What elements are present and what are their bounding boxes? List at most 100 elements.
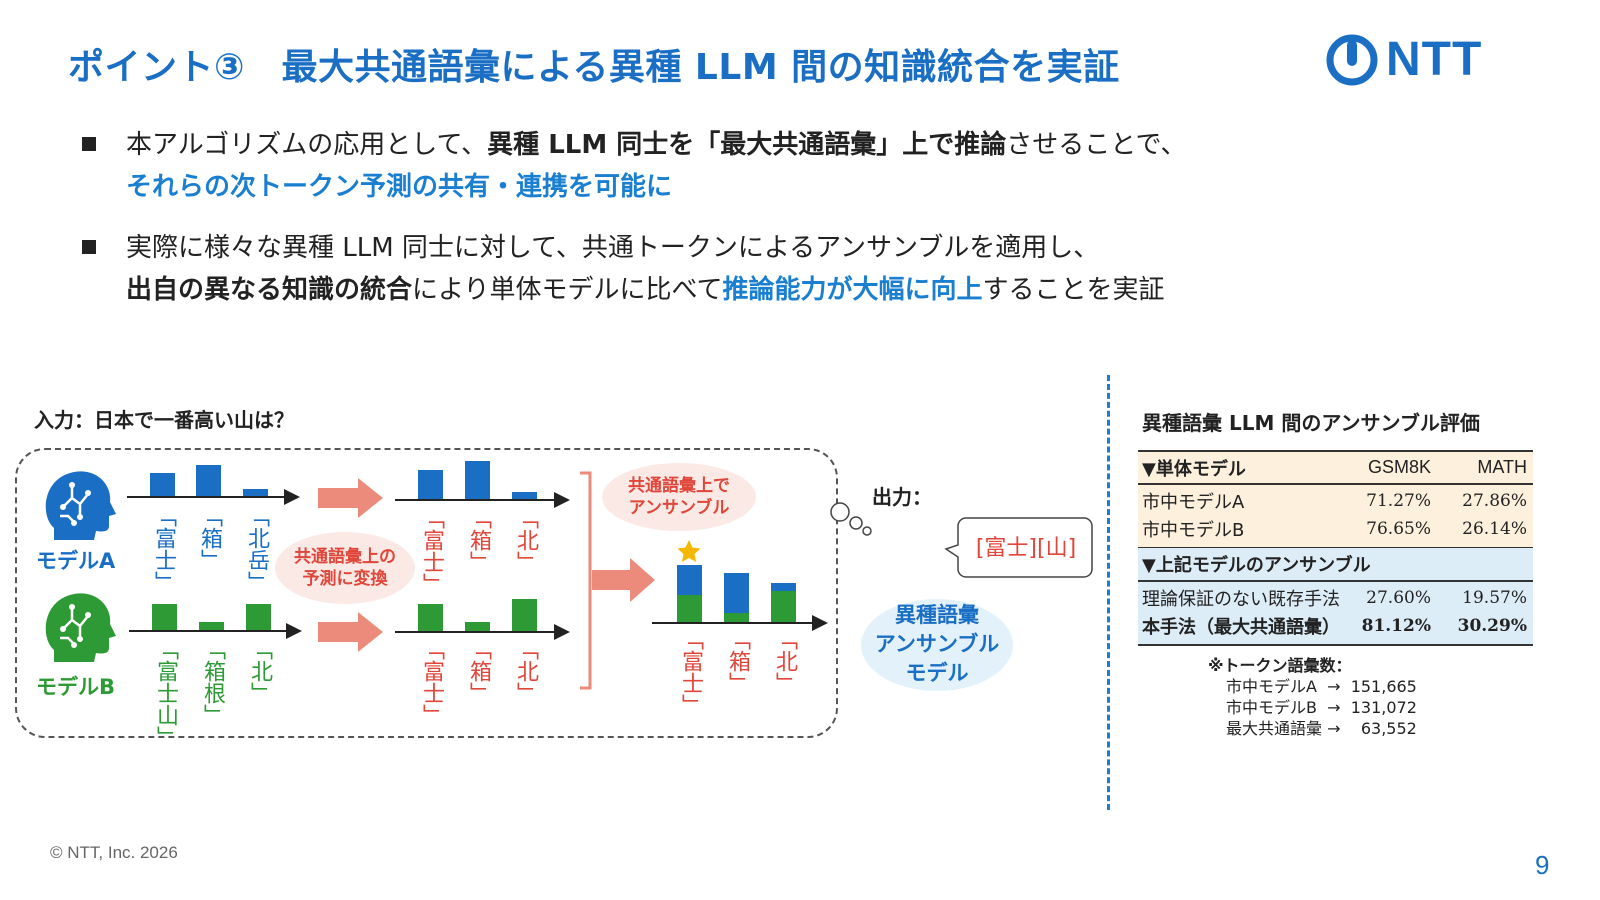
cell: 76.65% bbox=[1366, 519, 1431, 539]
model-b-prediction-chart bbox=[129, 604, 302, 639]
bar bbox=[150, 473, 175, 497]
bullet-square-icon bbox=[82, 239, 96, 254]
thought-bubble-icon bbox=[830, 502, 872, 536]
column-header: GSM8K bbox=[1367, 457, 1431, 477]
note-title: ※トークン語彙数： bbox=[1208, 656, 1352, 675]
table-row: 本手法（最大共通語彙）81.12%30.29% bbox=[1138, 612, 1533, 640]
page-number: 9 bbox=[1535, 850, 1550, 880]
table-row: 市中モデルA 71.27% 27.86% bbox=[1138, 487, 1533, 515]
cell: 27.86% bbox=[1462, 491, 1527, 511]
token-label: 「箱根」 bbox=[200, 638, 225, 726]
token-label: 「箱」 bbox=[197, 505, 222, 571]
bullet-text-segment: それらの次トークン予測の共有・連携を可能に bbox=[126, 172, 673, 202]
bullet-text-segment: 出自の異なる知識の統合 bbox=[126, 275, 413, 305]
bar bbox=[465, 461, 490, 500]
bar bbox=[418, 470, 443, 500]
model-a-prediction-chart bbox=[127, 465, 300, 505]
results-table: ▼単体モデル GSM8K MATH 市中モデルA 71.27% 27.86% 市中モ… bbox=[1138, 450, 1533, 646]
bullet-text-segment: 推論能力が大幅に向上 bbox=[722, 275, 983, 305]
token-label: 「北」 bbox=[772, 628, 797, 694]
cell: 27.60% bbox=[1366, 588, 1431, 608]
table-row: 市中モデルB 76.65% 26.14% bbox=[1138, 515, 1533, 543]
token-label: 「北岳」 bbox=[244, 505, 269, 593]
ensemble-model-bg bbox=[861, 599, 1013, 691]
ensemble-chart bbox=[652, 540, 828, 631]
diagram-graphics bbox=[44, 461, 1093, 691]
arrow-right-icon bbox=[592, 558, 655, 602]
token-label: 「富士山」 bbox=[153, 638, 178, 748]
model-a-common-chart bbox=[395, 461, 570, 508]
bar bbox=[771, 583, 796, 591]
bullet-text-segment: させることで、 bbox=[1006, 130, 1187, 160]
bar bbox=[152, 604, 177, 631]
bullet-text-segment: 本アルゴリズムの応用として、 bbox=[126, 130, 488, 160]
bullet-square-icon bbox=[82, 136, 96, 151]
speech-bubble bbox=[944, 517, 1093, 578]
token-label: 「富士」 bbox=[151, 505, 176, 593]
output-label: 出力： bbox=[872, 485, 932, 509]
convert-bubble-line: 共通語彙上の bbox=[294, 547, 396, 567]
ensemble-model-line: モデル bbox=[905, 661, 969, 685]
ensemble-model-label: 異種語彙 アンサンブル モデル bbox=[860, 601, 1014, 688]
star-icon bbox=[677, 540, 701, 562]
bar bbox=[512, 599, 537, 632]
bar bbox=[724, 573, 749, 613]
arrow-right-icon bbox=[318, 478, 383, 518]
bar bbox=[771, 591, 796, 623]
cell: 71.27% bbox=[1366, 491, 1431, 511]
row-name: 市中モデルB bbox=[1142, 520, 1245, 541]
convert-bubble-line: 予測に変換 bbox=[302, 569, 388, 589]
model-a-label: モデルA bbox=[36, 549, 116, 573]
bullet-2: 実際に様々な異種 LLM 同士に対して、共通トークンによるアンサンブルを適用し、… bbox=[82, 227, 1165, 311]
bar bbox=[196, 465, 221, 497]
ensemble-bubble-line: 共通語彙上で bbox=[628, 476, 730, 496]
bullet-1: 本アルゴリズムの応用として、異種 LLM 同士を「最大共通語彙」上で推論させるこ… bbox=[82, 124, 1186, 208]
table-title: 異種語彙 LLM 間のアンサンブル評価 bbox=[1142, 411, 1480, 435]
table-section-row: ▼上記モデルのアンサンブル bbox=[1138, 547, 1533, 582]
model-a-head-icon bbox=[44, 470, 118, 542]
ntt-logo-icon bbox=[1326, 34, 1378, 85]
bracket bbox=[580, 471, 592, 690]
token-label: 「富士」 bbox=[419, 507, 444, 595]
bar bbox=[243, 489, 268, 497]
token-label: 「北」 bbox=[247, 638, 272, 704]
table-header-row: ▼単体モデル GSM8K MATH bbox=[1138, 450, 1533, 485]
row-name: 市中モデルA bbox=[1142, 492, 1245, 513]
note-line: 最大共通語彙 → 63,552 bbox=[1226, 719, 1417, 738]
diagram-frame bbox=[15, 448, 838, 738]
token-label: 「富士」 bbox=[419, 638, 444, 726]
bar bbox=[677, 565, 702, 595]
bar bbox=[418, 604, 443, 632]
copyright: © NTT, Inc. 2026 bbox=[50, 843, 178, 862]
token-label: 「富士」 bbox=[678, 628, 703, 716]
bullet-text-segment: することを実証 bbox=[982, 275, 1165, 305]
cell: 81.12% bbox=[1361, 616, 1431, 636]
ensemble-model-line: アンサンブル bbox=[874, 632, 1000, 656]
ntt-logo: NTT bbox=[1326, 32, 1482, 87]
note-line: 市中モデルA → 151,665 bbox=[1226, 677, 1417, 696]
token-label: 「箱」 bbox=[466, 638, 491, 704]
arrow-right-icon bbox=[318, 612, 383, 652]
bar bbox=[246, 604, 271, 631]
section-label: ▼上記モデルのアンサンブル bbox=[1142, 555, 1371, 576]
row-name: 本手法（最大共通語彙） bbox=[1142, 617, 1340, 638]
bullet-text-segment: 異種 LLM 同士を「最大共通語彙」上で推論 bbox=[487, 130, 1007, 160]
divider bbox=[1107, 375, 1110, 810]
slide-title: ポイント③ 最大共通語彙による異種 LLM 間の知識統合を実証 bbox=[68, 47, 1120, 88]
cell: 26.14% bbox=[1462, 519, 1527, 539]
column-header: MATH bbox=[1477, 457, 1527, 477]
model-b-label: モデルB bbox=[36, 675, 116, 699]
ensemble-head-icon bbox=[874, 518, 948, 590]
bullet-text-segment: により単体モデルに比べて bbox=[412, 275, 723, 305]
convert-bubble: 共通語彙上の予測に変換 bbox=[275, 532, 415, 604]
vocab-note: ※トークン語彙数： 市中モデルA → 151,665 市中モデルB → 131,… bbox=[1208, 655, 1417, 739]
token-label: 「箱」 bbox=[725, 628, 750, 694]
input-label: 入力：日本で一番高い山は？ bbox=[34, 408, 294, 432]
ensemble-bubble: 共通語彙上でアンサンブル bbox=[602, 463, 756, 531]
bar bbox=[724, 613, 749, 623]
ensemble-bubble-line: アンサンブル bbox=[628, 498, 730, 518]
logo-text: NTT bbox=[1386, 33, 1483, 86]
ensemble-model-line: 異種語彙 bbox=[895, 603, 979, 627]
bar bbox=[465, 622, 490, 632]
